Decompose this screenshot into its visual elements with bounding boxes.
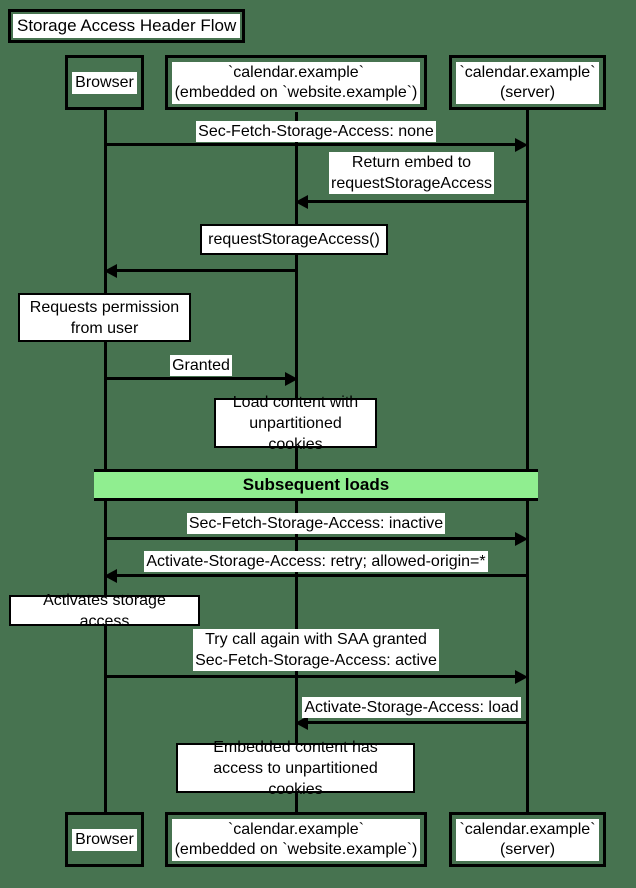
- message-8-label: Activate-Storage-Access: load: [302, 697, 521, 718]
- participant-server-label: `calendar.example` (server): [456, 61, 599, 104]
- note-activates-storage-access-text: Activates storage access: [43, 591, 166, 630]
- message-3-arrowhead-icon: [104, 264, 117, 278]
- note-requests-permission-text: Requests permission from user: [29, 298, 180, 337]
- message-2-arrowhead-icon: [295, 195, 308, 209]
- message-7: [104, 670, 528, 684]
- message-4-label-wrap: Granted: [104, 355, 298, 376]
- message-4-label: Granted: [170, 355, 232, 376]
- message-2: [295, 195, 528, 209]
- participant-embed[interactable]: `calendar.example` (embedded on `website…: [165, 55, 427, 110]
- message-6-line: [112, 574, 528, 577]
- message-2-label: Return embed to requestStorageAccess: [329, 152, 494, 194]
- footer-participant-server[interactable]: `calendar.example` (server): [449, 812, 606, 867]
- message-5-line: [104, 537, 520, 540]
- message-7-label: Try call again with SAA granted Sec-Fetc…: [193, 629, 439, 671]
- page-title: Storage Access Header Flow: [13, 14, 241, 38]
- message-1-line: [104, 143, 520, 146]
- message-4-arrowhead-icon: [285, 372, 298, 386]
- message-8-label-wrap: Activate-Storage-Access: load: [295, 697, 528, 718]
- lifeline-embed: [295, 112, 298, 825]
- footer-participant-embed-label: `calendar.example` (embedded on `website…: [171, 818, 421, 861]
- message-6: [104, 569, 528, 583]
- message-1: [104, 138, 528, 152]
- message-4-line: [104, 377, 290, 380]
- message-7-arrowhead-icon: [515, 670, 528, 684]
- message-1-label: Sec-Fetch-Storage-Access: none: [196, 121, 436, 142]
- message-5-label: Sec-Fetch-Storage-Access: inactive: [186, 513, 446, 534]
- message-7-line: [104, 675, 520, 678]
- message-6-arrowhead-icon: [104, 569, 117, 583]
- footer-participant-browser-label: Browser: [72, 828, 137, 851]
- divider-subsequent-loads-label: Subsequent loads: [242, 475, 390, 494]
- message-7-label-wrap: Try call again with SAA granted Sec-Fetc…: [104, 629, 528, 671]
- message-6-label-wrap: Activate-Storage-Access: retry; allowed-…: [104, 551, 528, 572]
- footer-participant-browser[interactable]: Browser: [65, 812, 144, 867]
- message-1-label-wrap: Sec-Fetch-Storage-Access: none: [104, 121, 528, 142]
- message-8-line: [303, 721, 528, 724]
- divider-subsequent-loads: Subsequent loads: [94, 469, 538, 501]
- note-load-content: Load content with unpartitioned cookies: [214, 394, 377, 453]
- message-5-arrowhead-icon: [515, 532, 528, 546]
- message-3-line: [112, 269, 298, 272]
- note-request-storage-access: requestStorageAccess(): [200, 224, 388, 255]
- message-5: [104, 532, 528, 546]
- lifeline-browser: [104, 110, 107, 825]
- message-4: [104, 372, 298, 386]
- footer-participant-embed[interactable]: `calendar.example` (embedded on `website…: [165, 812, 427, 867]
- message-2-line: [303, 200, 528, 203]
- diagram-title-frame: Storage Access Header Flow: [8, 9, 246, 43]
- message-8-arrowhead-icon: [295, 716, 308, 730]
- participant-browser-label: Browser: [72, 71, 137, 94]
- message-5-label-wrap: Sec-Fetch-Storage-Access: inactive: [104, 513, 528, 534]
- message-6-label: Activate-Storage-Access: retry; allowed-…: [144, 551, 488, 572]
- message-8: [295, 716, 528, 730]
- footer-participant-server-label: `calendar.example` (server): [456, 818, 599, 861]
- participant-server[interactable]: `calendar.example` (server): [449, 55, 606, 110]
- participant-browser[interactable]: Browser: [65, 55, 144, 110]
- lifeline-server: [526, 110, 529, 825]
- note-requests-permission: Requests permission from user: [18, 293, 191, 342]
- note-embedded-content-access-text: Embedded content has access to unpartiti…: [213, 738, 378, 798]
- message-1-arrowhead-icon: [515, 138, 528, 152]
- participant-embed-label: `calendar.example` (embedded on `website…: [171, 61, 421, 104]
- note-activates-storage-access: Activates storage access: [9, 592, 200, 630]
- message-2-label-wrap: Return embed to requestStorageAccess: [295, 152, 528, 194]
- note-load-content-text: Load content with unpartitioned cookies: [232, 393, 359, 453]
- message-3: [104, 264, 298, 278]
- note-request-storage-access-text: requestStorageAccess(): [208, 231, 380, 248]
- note-embedded-content-access: Embedded content has access to unpartiti…: [176, 739, 415, 798]
